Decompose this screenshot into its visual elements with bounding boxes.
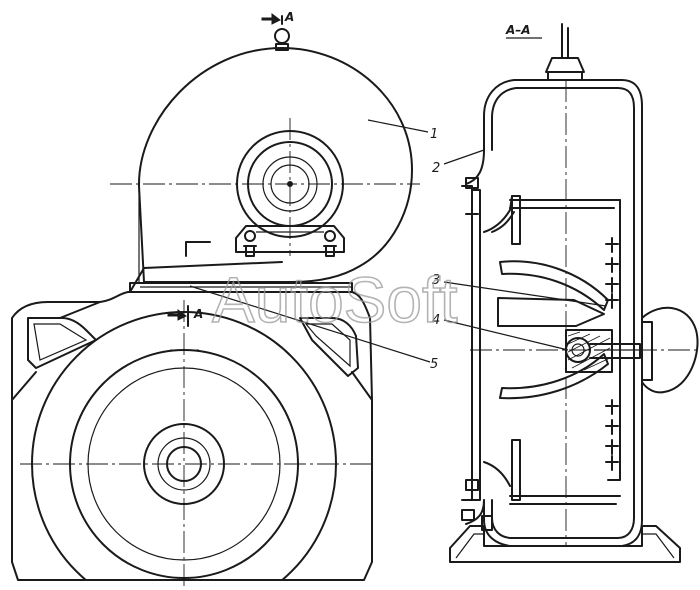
section-mark-top: A <box>284 10 294 24</box>
impeller-blade-bottom <box>499 353 609 400</box>
callout-4: 4 <box>432 313 440 328</box>
fan-base <box>449 525 681 563</box>
callout-5: 5 <box>430 357 438 372</box>
impeller-blade-top <box>499 260 609 311</box>
lifting-eye <box>274 28 290 44</box>
front-view: A A <box>11 10 431 590</box>
mounting-flange <box>471 189 481 501</box>
watermark: AutoSoft <box>212 264 458 336</box>
fan-casing <box>483 79 643 547</box>
motor-housing <box>11 291 373 581</box>
callout-3: 3 <box>432 273 440 288</box>
impeller-hub <box>565 329 613 373</box>
wall-studs <box>605 237 619 471</box>
section-view: A–A <box>443 23 700 563</box>
left-vent-window <box>27 317 97 369</box>
blower-volute <box>137 47 413 283</box>
impeller-blade-mid <box>497 297 605 327</box>
callout-1: 1 <box>430 127 438 142</box>
drive-motor-dome <box>641 306 699 394</box>
callout-2: 2 <box>432 161 440 176</box>
section-title: A–A <box>505 23 531 37</box>
motor-mount <box>235 225 345 253</box>
section-mark-bottom: A <box>193 307 203 321</box>
